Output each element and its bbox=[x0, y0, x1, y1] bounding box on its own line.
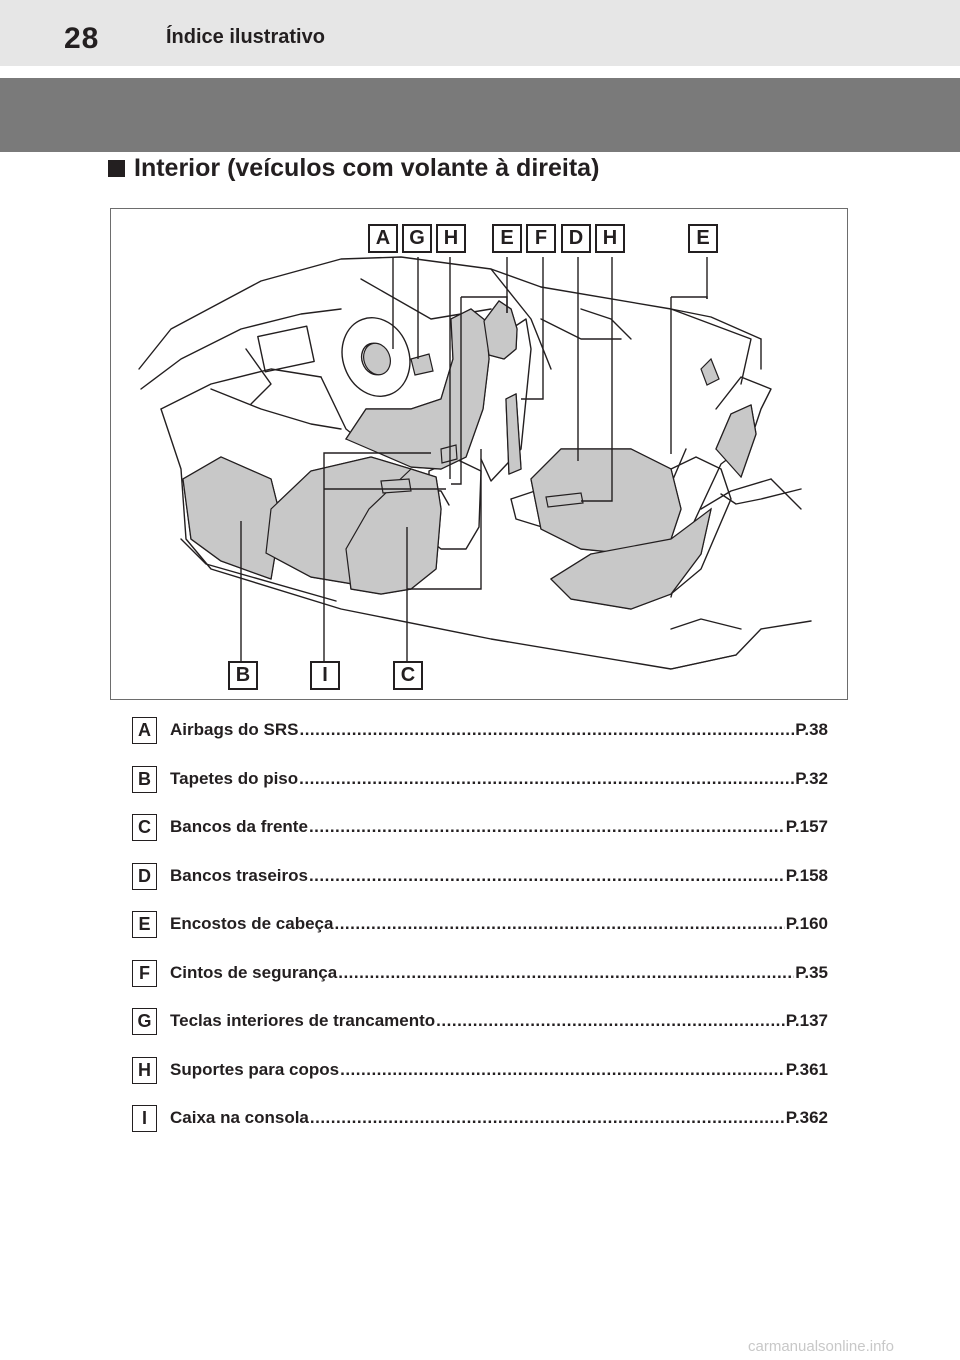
leader-dots bbox=[334, 914, 784, 934]
leader-dots bbox=[299, 720, 794, 740]
callout-top-g: G bbox=[402, 224, 432, 253]
running-title: Índice ilustrativo bbox=[166, 26, 325, 48]
page-reference: P.158 bbox=[785, 865, 828, 885]
legend-key: A bbox=[132, 717, 157, 744]
legend-entry: Bancos traseiros P.158 bbox=[170, 866, 828, 886]
legend-label: Bancos da frente bbox=[170, 817, 308, 836]
page-reference: P.137 bbox=[785, 1011, 828, 1030]
leader-dots bbox=[309, 866, 785, 886]
legend-key: F bbox=[132, 959, 157, 987]
square-bullet-icon bbox=[108, 160, 125, 177]
legend-entry: Encostos de cabeça P.160 bbox=[170, 914, 828, 934]
legend-row: E Encostos de cabeça P.160 bbox=[132, 908, 828, 957]
callout-top-d: D bbox=[561, 224, 591, 253]
legend-row: H Suportes para copos P.361 bbox=[132, 1054, 828, 1103]
callout-bottom-i: I bbox=[310, 661, 340, 690]
leader-dots bbox=[310, 1108, 785, 1128]
legend-entry: Airbags do SRS P.38 bbox=[170, 720, 828, 740]
page-reference: P.157 bbox=[785, 817, 828, 836]
leader-dots bbox=[299, 769, 794, 789]
legend-entry: Bancos da frente P.157 bbox=[170, 817, 828, 837]
page-reference: P.32 bbox=[795, 768, 828, 788]
legend-entry: Caixa na consola P.362 bbox=[170, 1108, 828, 1128]
callout-top-e-2: E bbox=[688, 224, 718, 253]
legend-key: E bbox=[132, 911, 157, 938]
component-legend: A Airbags do SRS P.38 B Tapetes do piso … bbox=[132, 714, 828, 1151]
page-reference: P.38 bbox=[795, 720, 828, 739]
interior-illustration: A G H E F D H E B I C bbox=[110, 208, 848, 700]
legend-label: Airbags do SRS bbox=[170, 720, 299, 739]
page-reference: P.362 bbox=[785, 1108, 828, 1127]
legend-label: Cintos de segurança bbox=[170, 962, 338, 982]
leader-dots bbox=[338, 963, 794, 983]
callout-top-e: E bbox=[492, 224, 522, 253]
callout-bottom-c: C bbox=[393, 661, 423, 690]
legend-row: G Teclas interiores de trancamento P.137 bbox=[132, 1005, 828, 1054]
legend-entry: Cintos de segurança P.35 bbox=[170, 963, 828, 983]
callout-bottom-b: B bbox=[228, 661, 258, 690]
callout-top-a: A bbox=[368, 224, 398, 253]
legend-key: H bbox=[132, 1056, 157, 1084]
legend-label: Caixa na consola bbox=[170, 1108, 309, 1127]
page-header: 28 Índice ilustrativo bbox=[0, 0, 960, 66]
legend-row: B Tapetes do piso P.32 bbox=[132, 763, 828, 812]
car-interior-drawing bbox=[138, 256, 812, 670]
legend-key: I bbox=[132, 1105, 157, 1132]
page-reference: P.160 bbox=[785, 914, 828, 933]
leader-dots bbox=[309, 817, 785, 837]
callout-top-f: F bbox=[526, 224, 556, 253]
page-reference: P.35 bbox=[795, 962, 828, 982]
watermark: carmanualsonline.info bbox=[748, 1338, 894, 1355]
section-heading-text: Interior (veículos com volante à direita… bbox=[134, 154, 600, 182]
legend-key: C bbox=[132, 814, 157, 841]
legend-key: G bbox=[132, 1008, 157, 1035]
legend-label: Encostos de cabeça bbox=[170, 914, 334, 933]
legend-key: D bbox=[132, 862, 157, 890]
page-number: 28 bbox=[64, 22, 100, 55]
leader-dots bbox=[436, 1011, 785, 1031]
legend-row: F Cintos de segurança P.35 bbox=[132, 957, 828, 1006]
legend-entry: Teclas interiores de trancamento P.137 bbox=[170, 1011, 828, 1031]
section-heading: Interior (veículos com volante à direita… bbox=[108, 154, 599, 183]
legend-entry: Suportes para copos P.361 bbox=[170, 1060, 828, 1080]
legend-key: B bbox=[132, 765, 157, 793]
legend-label: Bancos traseiros bbox=[170, 865, 308, 885]
legend-label: Tapetes do piso bbox=[170, 768, 299, 788]
page-reference: P.361 bbox=[785, 1059, 828, 1079]
section-band bbox=[0, 78, 960, 152]
leader-dots bbox=[340, 1060, 785, 1080]
legend-row: I Caixa na consola P.362 bbox=[132, 1102, 828, 1151]
legend-row: A Airbags do SRS P.38 bbox=[132, 714, 828, 763]
callout-top-h: H bbox=[436, 224, 466, 253]
legend-entry: Tapetes do piso P.32 bbox=[170, 769, 828, 789]
legend-row: D Bancos traseiros P.158 bbox=[132, 860, 828, 909]
legend-row: C Bancos da frente P.157 bbox=[132, 811, 828, 860]
legend-label: Teclas interiores de trancamento bbox=[170, 1011, 436, 1030]
callout-top-h-2: H bbox=[595, 224, 625, 253]
legend-label: Suportes para copos bbox=[170, 1059, 340, 1079]
